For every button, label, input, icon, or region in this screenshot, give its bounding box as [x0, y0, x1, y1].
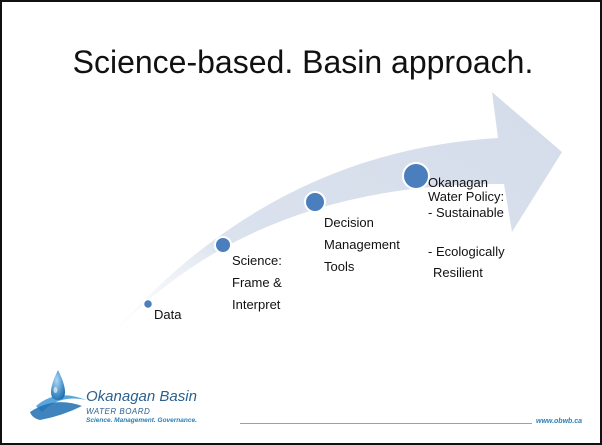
slide-title: Science-based. Basin approach. — [72, 44, 534, 80]
logo-subtitle: WATER BOARD — [86, 407, 151, 416]
logo-name: Okanagan Basin — [86, 388, 197, 405]
node-label-science: Science: Frame & Interpret — [232, 253, 282, 312]
node-policy — [402, 162, 430, 190]
node-data — [142, 298, 154, 310]
node-science — [214, 236, 232, 254]
node-decision — [304, 191, 326, 213]
footer-divider — [240, 423, 532, 424]
node-label-policy: Okanagan Water Policy: - Sustainable - E… — [428, 175, 505, 281]
growth-arrow — [97, 92, 562, 352]
footer-url: www.obwb.ca — [536, 418, 583, 425]
logo-tagline: Science. Management. Governance. — [86, 417, 197, 424]
water-drop-icon — [30, 370, 86, 420]
node-label-decision: Decision Management Tools — [324, 215, 400, 274]
node-label-data: Data — [154, 307, 182, 322]
